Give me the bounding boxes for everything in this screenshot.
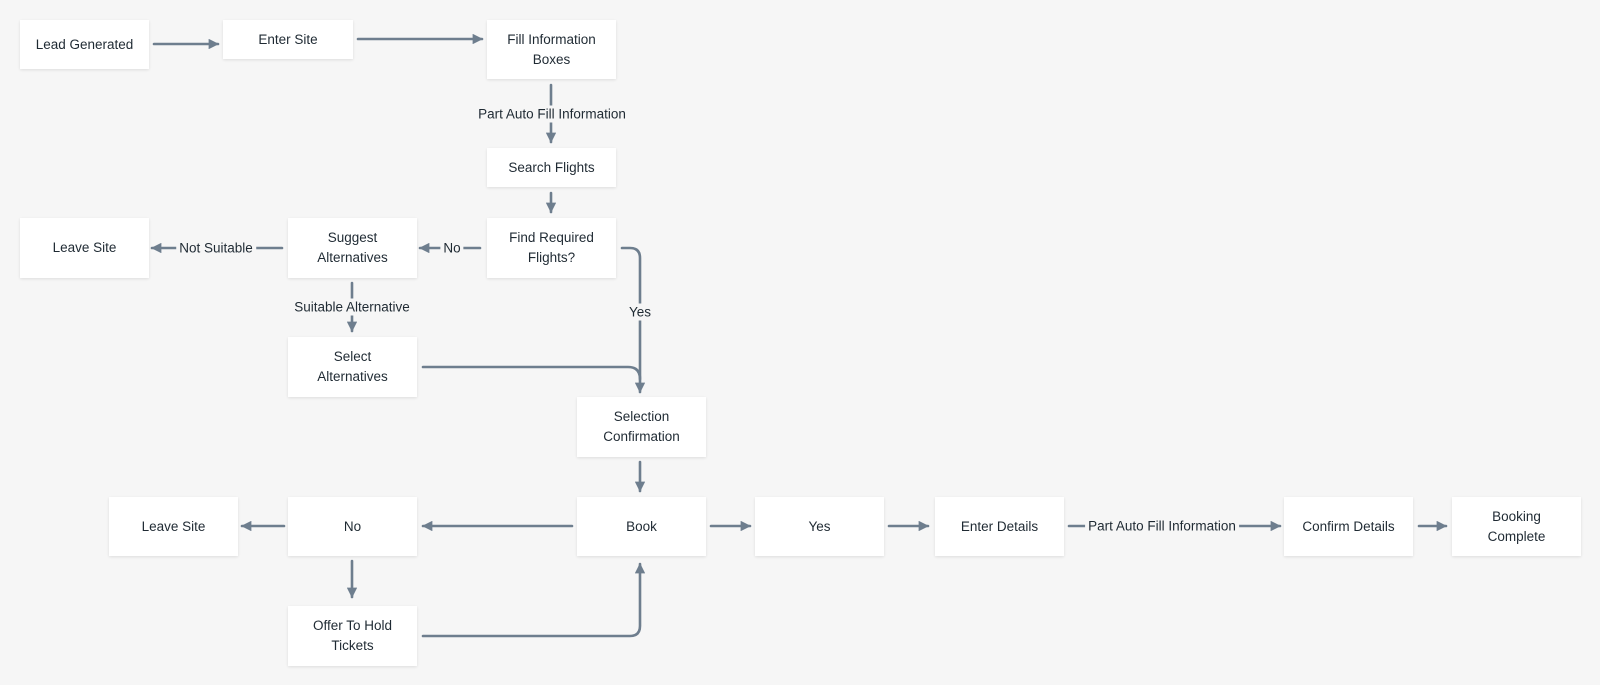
node-suggest-alternatives[interactable]: Suggest Alternatives <box>288 218 417 278</box>
node-enter-site[interactable]: Enter Site <box>223 20 353 59</box>
edge-label-no: No <box>440 239 464 257</box>
node-no[interactable]: No <box>288 497 417 556</box>
node-search-flights[interactable]: Search Flights <box>487 148 616 187</box>
edge-label-suitable-alternative: Suitable Alternative <box>291 298 413 316</box>
node-lead-generated-label: Lead Generated <box>35 36 134 52</box>
node-enter-details-label: Enter Details <box>960 518 1039 534</box>
node-booking-complete[interactable]: Booking Complete <box>1452 497 1581 556</box>
node-confirm-details[interactable]: Confirm Details <box>1284 497 1413 556</box>
node-yes-label: Yes <box>808 518 831 534</box>
edge-label-not-suitable: Not Suitable <box>176 239 256 257</box>
edge-offer-to-book <box>421 562 646 638</box>
node-leave-site-bottom-label: Leave Site <box>141 518 206 534</box>
node-selection-confirmation[interactable]: Selection Confirmation <box>577 397 706 457</box>
edge-label-part-auto-fill-bottom: Part Auto Fill Information <box>1085 517 1239 535</box>
node-booking-complete-label: Booking Complete <box>1487 508 1546 544</box>
node-search-flights-label: Search Flights <box>508 159 595 175</box>
node-selection-confirmation-label: Selection Confirmation <box>603 409 680 444</box>
edge-select-to-selection <box>421 365 642 381</box>
node-confirm-details-label: Confirm Details <box>1302 518 1395 534</box>
edge-label-part-auto-fill-top: Part Auto Fill Information <box>475 105 629 123</box>
node-book[interactable]: Book <box>577 497 706 556</box>
node-no-label: No <box>343 518 362 534</box>
node-select-alternatives-label: Select Alternatives <box>317 349 388 384</box>
node-fill-information-boxes[interactable]: Fill Information Boxes <box>487 20 616 79</box>
node-offer-to-hold-tickets[interactable]: Offer To Hold Tickets <box>288 606 417 666</box>
node-fill-information-boxes-label: Fill Information Boxes <box>507 31 596 67</box>
node-offer-to-hold-tickets-label: Offer To Hold Tickets <box>312 618 393 653</box>
node-find-required-flights[interactable]: Find Required Flights? <box>487 218 616 278</box>
node-leave-site-top[interactable]: Leave Site <box>20 218 149 278</box>
node-leave-site-bottom[interactable]: Leave Site <box>109 497 238 556</box>
node-enter-details[interactable]: Enter Details <box>935 497 1064 556</box>
node-select-alternatives[interactable]: Select Alternatives <box>288 337 417 397</box>
node-lead-generated[interactable]: Lead Generated <box>20 20 149 69</box>
edge-label-yes: Yes <box>625 303 655 321</box>
node-leave-site-top-label: Leave Site <box>52 240 117 255</box>
node-yes[interactable]: Yes <box>755 497 884 556</box>
node-book-label: Book <box>626 518 657 534</box>
node-suggest-alternatives-label: Suggest Alternatives <box>317 230 388 265</box>
edge-find-to-selection <box>620 246 646 394</box>
node-enter-site-label: Enter Site <box>258 31 318 47</box>
node-find-required-flights-label: Find Required Flights? <box>509 230 594 265</box>
